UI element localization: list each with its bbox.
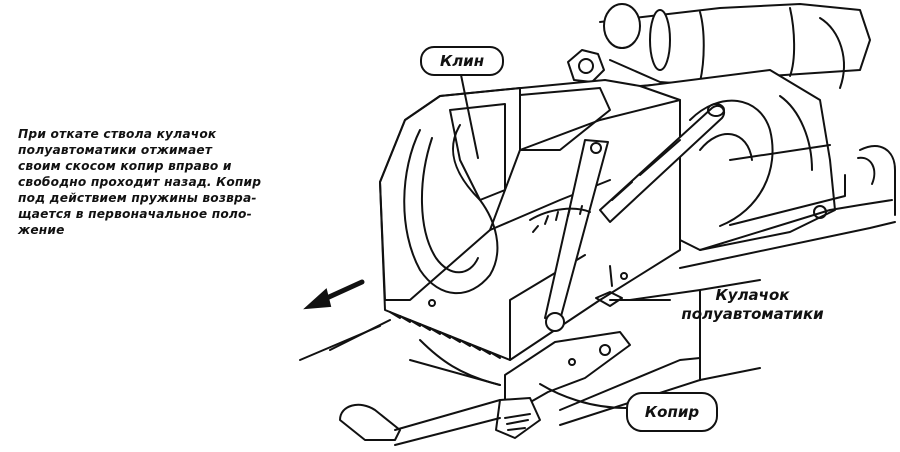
cam-part [595, 265, 628, 307]
right-side-plate [679, 145, 896, 269]
wedge-label: Клин [420, 46, 504, 76]
copier-part [495, 331, 631, 439]
wedge-leader-line [459, 69, 479, 159]
lower-rails [299, 279, 761, 446]
spring-tube [599, 103, 726, 223]
cam-label: Кулачок полуавтоматики [681, 286, 824, 323]
arrow-left-down-icon [303, 279, 365, 310]
lever-arm [529, 139, 609, 332]
diagram-caption: При откате ствола кулачок полуавтоматики… [18, 127, 262, 237]
barrel-cylinder [599, 3, 871, 89]
copier-leader-line [539, 383, 627, 409]
copier-label: Копир [626, 392, 718, 432]
hex-nut [567, 49, 605, 83]
